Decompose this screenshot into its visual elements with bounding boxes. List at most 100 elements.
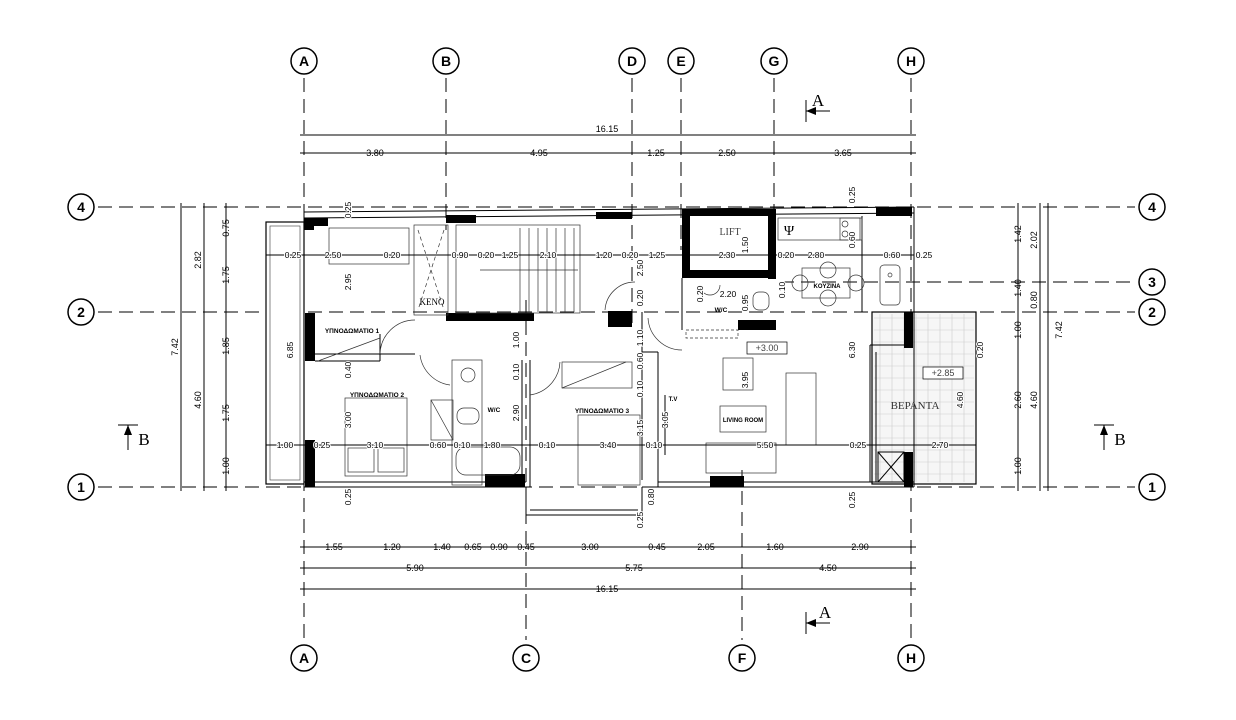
dim-label: 16.15 — [596, 124, 619, 134]
grid-bubble-bottom-c: C — [512, 644, 540, 672]
grid-bubble-top-b: B — [432, 47, 460, 75]
grid-label: G — [769, 53, 780, 69]
dim-label: 3.95 — [740, 371, 750, 388]
grid-label: 4 — [1148, 199, 1156, 215]
dim-label: 0.10 — [777, 281, 787, 298]
dim-label: 0.80 — [1029, 291, 1039, 309]
grid-bubble-bottom-h: H — [897, 644, 925, 672]
dim-label: 0.90 — [452, 250, 469, 260]
toilet-wc2 — [752, 291, 770, 311]
dim-label: 1.80 — [484, 440, 501, 450]
grid-bubble-left-4: 4 — [67, 193, 95, 221]
dim-label: 0.60 — [430, 440, 447, 450]
dimensions-bottom: 1.55 1.20 1.40 0.65 0.90 0.45 3.00 0.45 … — [300, 542, 916, 594]
dim-label: 0.40 — [343, 361, 353, 378]
partitions — [315, 216, 904, 487]
dim-label: 0.20 — [622, 250, 639, 260]
dim-label: 2.10 — [540, 250, 557, 260]
tv-label: T.V — [669, 397, 678, 403]
dim-label: 0.10 — [539, 440, 556, 450]
grid-bubble-bottom-f: F — [728, 644, 756, 672]
room-labels: ΥΠΝΟΔΩΜΑΤΙΟ 1 ΥΠΝΟΔΩΜΑΤΙΟ 2 ΥΠΝΟΔΩΜΑΤΙΟ … — [325, 224, 964, 424]
dim-label: 0.80 — [646, 488, 656, 505]
dim-label: 1.60 — [766, 542, 784, 552]
walls — [304, 207, 913, 487]
dim-label: 5.90 — [406, 563, 424, 573]
dim-label: 2.50 — [718, 148, 736, 158]
dim-label: 1.40 — [433, 542, 451, 552]
grid-bubble-top-e: E — [667, 47, 695, 75]
dim-label: 0.25 — [847, 186, 857, 203]
dim-label: 1.25 — [647, 148, 665, 158]
section-marker-a-bottom: A — [805, 603, 832, 634]
level-mark-main: +3.00 — [756, 343, 779, 353]
dim-label: 0.10 — [635, 380, 645, 397]
dim-label: 0.20 — [975, 341, 985, 358]
dim-label: 0.20 — [695, 285, 705, 302]
room-label-living: LIVING ROOM — [723, 418, 763, 424]
sofa-bottom — [705, 442, 777, 474]
dim-label: 1.00 — [277, 440, 294, 450]
dim-label: 2.95 — [343, 273, 353, 290]
grid-bubble-right-3: 3 — [1138, 268, 1166, 296]
dim-label: 0.25 — [343, 488, 353, 505]
room-label-lift: LIFT — [719, 227, 740, 238]
grid-bubble-top-g: G — [760, 47, 788, 75]
grid-label: 1 — [1148, 479, 1156, 495]
grid-bubble-top-h: H — [897, 47, 925, 75]
dim-label: 6.30 — [847, 341, 857, 358]
grid-label: F — [738, 650, 747, 666]
section-marker-b-right: B — [1094, 424, 1126, 450]
grid-label: C — [521, 650, 531, 666]
dim-label: 4.60 — [955, 391, 965, 408]
dim-label: 0.25 — [635, 511, 645, 528]
level-mark-veranda: +2.85 — [932, 368, 955, 378]
dim-label: 1.42 — [1013, 225, 1023, 243]
dim-label: 3.40 — [600, 440, 617, 450]
grid-label: B — [441, 53, 451, 69]
dim-label: 2.02 — [1029, 231, 1039, 249]
grid-bubble-left-1: 1 — [67, 473, 95, 501]
section-label: A — [812, 91, 825, 110]
grid-label: 4 — [77, 199, 85, 215]
fridge-symbol: Ψ — [784, 224, 795, 239]
dim-label: 2.82 — [193, 251, 203, 269]
dim-label: 1.00 — [1013, 457, 1023, 475]
section-label: B — [138, 430, 149, 449]
room-label-bedroom1: ΥΠΝΟΔΩΜΑΤΙΟ 1 — [325, 328, 380, 335]
dining-table — [801, 267, 851, 299]
dim-label: 0.20 — [778, 250, 795, 260]
living-room-rug — [719, 405, 767, 433]
grid-label: 2 — [77, 304, 85, 320]
dimensions-top: 16.15 3.80 4.95 1.25 2.50 3.65 — [300, 124, 916, 158]
dim-label: 1.20 — [383, 542, 401, 552]
dim-label: 1.50 — [740, 236, 750, 253]
dimensions-left: 7.42 2.82 4.60 0.75 1.75 1.85 1.75 1.00 — [170, 203, 231, 491]
dim-label: 3.65 — [834, 148, 852, 158]
room-label-veranda: ΒΕΡΑΝΤΑ — [891, 400, 940, 412]
grid-bubble-bottom-a: A — [290, 644, 318, 672]
section-label: B — [1114, 430, 1125, 449]
dim-label: 0.25 — [285, 250, 302, 260]
grid-label: 2 — [1148, 304, 1156, 320]
dim-label: 0.20 — [478, 250, 495, 260]
dim-label: 2.80 — [808, 250, 825, 260]
dim-label: 0.25 — [314, 440, 331, 450]
grid-bubble-left-2: 2 — [67, 298, 95, 326]
dim-label: 1.20 — [596, 250, 613, 260]
dim-label: 2.05 — [697, 542, 715, 552]
grid-label: 3 — [1148, 274, 1156, 290]
dim-label: 2.60 — [1013, 391, 1023, 409]
stove — [839, 217, 861, 241]
dim-label: 3.00 — [343, 411, 353, 428]
dim-label: 2.90 — [851, 542, 869, 552]
left-balcony — [265, 221, 305, 485]
room-label-void: KENO — [420, 297, 445, 307]
dim-label: 0.25 — [850, 440, 867, 450]
dim-label: 1.00 — [221, 457, 231, 475]
dim-label: 16.15 — [596, 584, 619, 594]
dim-label: 3.10 — [367, 440, 384, 450]
section-marker-a-top: A — [805, 91, 830, 122]
dim-label: 0.20 — [635, 289, 645, 306]
